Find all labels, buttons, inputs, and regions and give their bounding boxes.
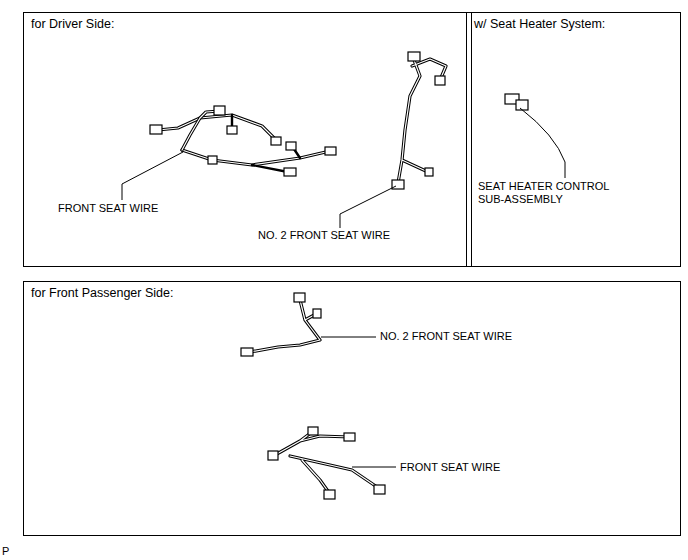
panel-box: for Driver Side: (23, 12, 472, 267)
part-label: FRONT SEAT WIRE (57, 202, 159, 215)
part-label: NO. 2 FRONT SEAT WIRE (257, 229, 391, 242)
front-seat-wire-driver (158, 111, 330, 172)
panel-box: w/ Seat Heater System: (466, 12, 681, 267)
part-label: NO. 2 FRONT SEAT WIRE (379, 330, 513, 343)
leader-lines (122, 108, 565, 467)
panel-heading: w/ Seat Heater System: (467, 13, 680, 32)
part-label: SEAT HEATER CONTROL SUB-ASSEMBLY (477, 180, 629, 206)
panel-heading: for Front Passenger Side: (24, 282, 680, 301)
front-seat-wire-passenger (275, 432, 380, 494)
part-label: FRONT SEAT WIRE (399, 461, 501, 474)
panel-box: for Front Passenger Side: (23, 281, 681, 536)
no2-front-seat-wire-passenger (250, 300, 320, 352)
no2-front-seat-wire-driver (398, 59, 446, 183)
page-mark: P (1, 545, 10, 558)
panel-heading: for Driver Side: (24, 13, 471, 32)
